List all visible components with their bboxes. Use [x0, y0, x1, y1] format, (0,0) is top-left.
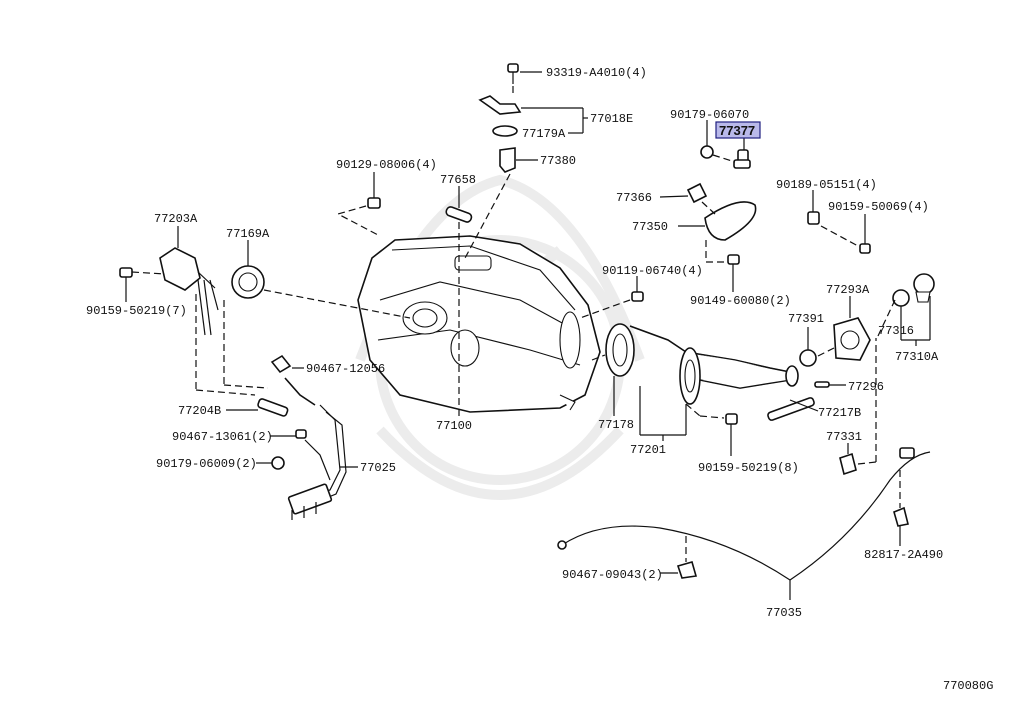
label-77293a: 77293A	[826, 283, 870, 297]
cable-end[interactable]	[899, 447, 915, 459]
gasket-77658[interactable]	[445, 206, 473, 223]
o-ring-77391[interactable]	[799, 349, 817, 367]
nut-90179-06009[interactable]	[271, 456, 285, 470]
filler-housing-77293a[interactable]	[833, 317, 871, 361]
label-77658: 77658	[440, 173, 476, 187]
label-77018e: 77018E	[590, 112, 633, 126]
fuel-pump-77203a[interactable]	[159, 247, 219, 336]
hose-77204-assembly[interactable]	[284, 377, 316, 406]
bolt-90149[interactable]	[727, 254, 740, 292]
label-82817: 82817-2A490	[864, 548, 943, 562]
nut-90189[interactable]	[807, 211, 820, 225]
bolt-93319[interactable]	[507, 63, 519, 84]
bolt-90159-50069[interactable]	[859, 243, 871, 254]
label-77217b: 77217B	[818, 406, 861, 420]
label-90129: 90129-08006(4)	[336, 158, 437, 172]
label-77366: 77366	[616, 191, 652, 205]
label-90179-06070: 90179-06070	[670, 108, 749, 122]
hinge-77377[interactable]	[733, 149, 751, 169]
ring-77316[interactable]	[892, 289, 910, 307]
clamp-90467-12056[interactable]	[270, 354, 292, 374]
sender-gauge-77018e[interactable]	[478, 95, 522, 137]
label-77377: 77377	[719, 123, 755, 138]
label-77296: 77296	[848, 380, 884, 394]
bolt-90159-50219-7[interactable]	[119, 267, 133, 278]
label-77331: 77331	[826, 430, 862, 444]
filler-pipe-77201[interactable]	[629, 325, 799, 405]
label-90149: 90149-60080(2)	[690, 294, 791, 308]
label-90119: 90119-06740(4)	[602, 264, 703, 278]
clip-77366[interactable]	[686, 182, 708, 204]
tube-77204b[interactable]	[257, 398, 289, 417]
label-77169a: 77169A	[226, 227, 270, 241]
fuel-cap-77310a[interactable]	[913, 273, 935, 303]
gasket-ring-77169a[interactable]	[231, 265, 265, 299]
clip-90467-13061[interactable]	[295, 429, 307, 439]
label-90159-50219-7: 90159-50219(7)	[86, 304, 187, 318]
label-77178: 77178	[598, 418, 634, 432]
label-90179-06009: 90179-06009(2)	[156, 457, 257, 471]
label-90467-12056: 90467-12056	[306, 362, 385, 376]
fuel-tube-77025[interactable]	[287, 404, 347, 520]
label-90189: 90189-05151(4)	[776, 178, 877, 192]
diagram-code: 770080G	[943, 679, 993, 693]
bolt-90119[interactable]	[631, 291, 644, 302]
release-cable-77035[interactable]	[557, 451, 931, 581]
gasket-77178[interactable]	[605, 323, 635, 377]
label-77025: 77025	[360, 461, 396, 475]
label-77203a: 77203A	[154, 212, 198, 226]
tube-77296[interactable]	[814, 381, 830, 388]
bolt-90159-50219-8[interactable]	[725, 413, 738, 456]
label-77201: 77201	[630, 443, 666, 457]
label-90159-50069: 90159-50069(4)	[828, 200, 929, 214]
label-77100: 77100	[436, 419, 472, 433]
nut-90179-06070[interactable]	[700, 145, 714, 159]
fuel-tank[interactable]	[357, 235, 601, 413]
clip-82817[interactable]	[893, 506, 909, 527]
fuel-filter-77380[interactable]	[499, 147, 516, 173]
fuel-door-77350[interactable]	[704, 201, 757, 241]
label-77350: 77350	[632, 220, 668, 234]
label-77380: 77380	[540, 154, 576, 168]
label-77179a: 77179A	[522, 127, 566, 141]
label-93319: 93319-A4010(4)	[546, 66, 647, 80]
clamp-90467-09043[interactable]	[676, 561, 698, 579]
hose-77217b[interactable]	[767, 397, 815, 421]
label-90467-09043: 90467-09043(2)	[562, 568, 663, 582]
label-90467-13061: 90467-13061(2)	[172, 430, 273, 444]
highlight-77377	[715, 121, 761, 139]
lock-77331[interactable]	[839, 452, 857, 476]
label-77391: 77391	[788, 312, 824, 326]
label-90159-50219-8: 90159-50219(8)	[698, 461, 799, 475]
label-77316: 77316	[878, 324, 914, 338]
label-77035: 77035	[766, 606, 802, 620]
label-77310a: 77310A	[895, 350, 939, 364]
bolt-90129[interactable]	[367, 197, 381, 209]
label-77204b: 77204B	[178, 404, 221, 418]
